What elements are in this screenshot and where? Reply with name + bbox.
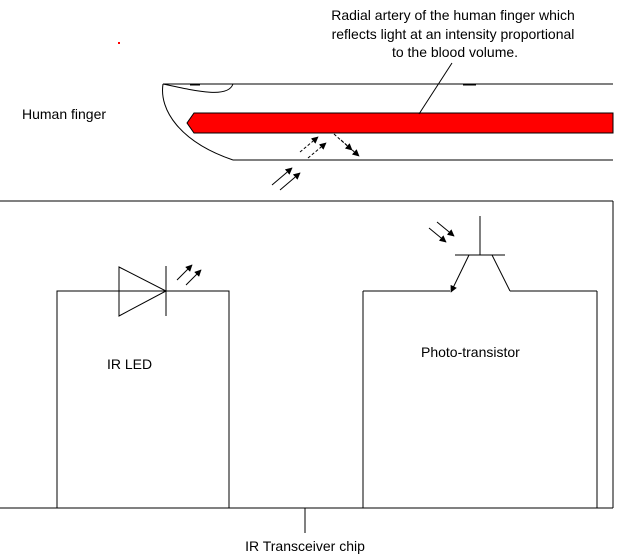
red-dot [118, 42, 120, 44]
fingertip-curve [162, 83, 234, 161]
finger-label: Human finger [22, 106, 106, 122]
finger-light-arrows [271, 133, 360, 191]
phototransistor-symbol-icon [428, 216, 511, 293]
finger-outline [162, 83, 613, 161]
artery-annotation-line-2: reflects light at an intensity proportio… [332, 26, 575, 42]
led-symbol-icon [118, 264, 202, 317]
radial-artery [186, 112, 614, 134]
transceiver-chip-outline [0, 200, 614, 509]
phototransistor-label: Photo-transistor [421, 344, 520, 360]
ir-led-block [56, 290, 230, 509]
artery-annotation-line-3: to the blood volume. [392, 44, 518, 60]
phototransistor-block [362, 290, 598, 508]
chip-label: IR Transceiver chip [245, 538, 365, 554]
artery-leader-line [418, 62, 453, 115]
artery-annotation-line-1: Radial artery of the human finger which [331, 7, 575, 23]
fingernail-curve [162, 83, 234, 93]
ir-led-label: IR LED [107, 356, 152, 372]
